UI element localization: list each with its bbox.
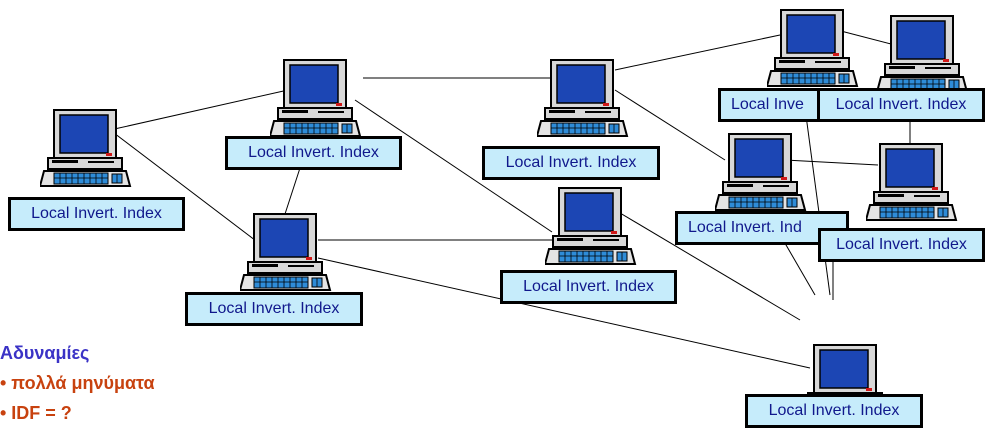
weaknesses-notes: Αδυναμίες • πολλά μηνύματα • IDF = ? (0, 338, 155, 428)
node-label: Local Invert. Index (817, 88, 985, 122)
node-label: Local Invert. Index (482, 146, 660, 180)
node-label: Local Invert. Index (8, 197, 185, 231)
node-label: Local Invert. Index (225, 136, 402, 170)
node-label: Local Invert. Index (818, 228, 985, 262)
computer-icon (877, 15, 968, 93)
computer-icon (767, 9, 858, 87)
computer-icon (715, 133, 806, 211)
network-node (767, 8, 859, 88)
network-node (866, 142, 958, 222)
computer-icon (40, 109, 131, 187)
network-node (270, 58, 362, 138)
weakness-item: • πολλά μηνύματα (0, 373, 155, 393)
network-node (40, 108, 132, 188)
network-node (240, 212, 332, 292)
computer-icon (270, 59, 361, 137)
network-node (545, 186, 637, 266)
node-label: Local Invert. Index (500, 270, 677, 304)
network-node (877, 14, 969, 94)
node-label: Local Invert. Index (745, 394, 923, 428)
node-label: Local Inve (718, 88, 828, 122)
computer-icon (545, 187, 636, 265)
weakness-item: • IDF = ? (0, 403, 72, 423)
network-node (715, 132, 807, 212)
computer-icon (866, 143, 957, 221)
network-node (537, 58, 629, 138)
node-label: Local Invert. Index (185, 292, 363, 326)
computer-icon (240, 213, 331, 291)
weaknesses-heading: Αδυναμίες (0, 343, 90, 363)
computer-icon (537, 59, 628, 137)
